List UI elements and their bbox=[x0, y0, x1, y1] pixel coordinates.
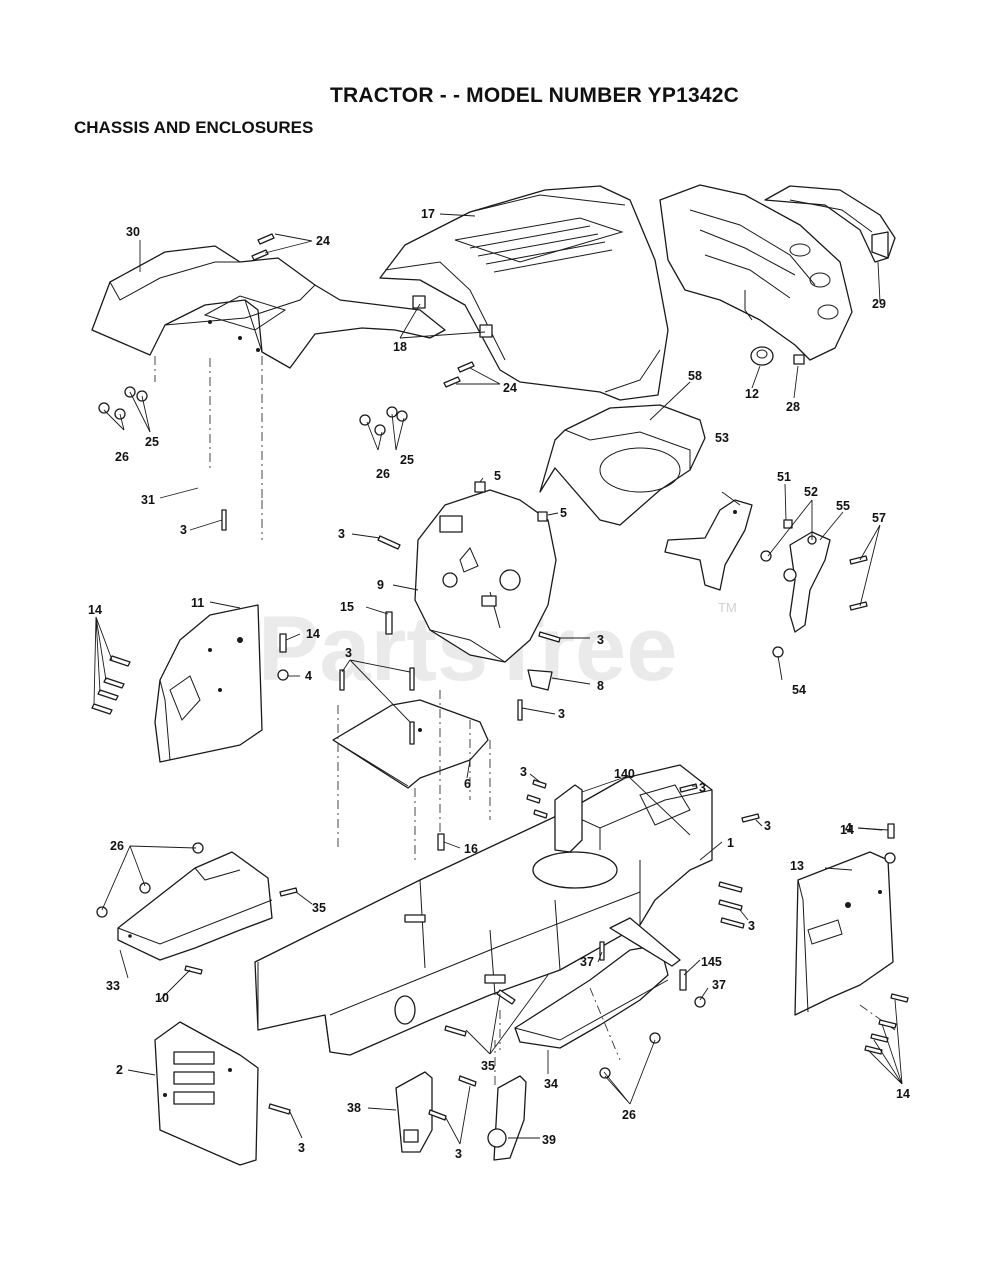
callout-label: 3 bbox=[558, 707, 565, 721]
callout-label: 39 bbox=[542, 1133, 556, 1147]
callout-label: 26 bbox=[110, 839, 124, 853]
part-main-frame bbox=[254, 764, 713, 1056]
callout-label: 54 bbox=[792, 683, 806, 697]
callout-label: 31 bbox=[141, 493, 155, 507]
callout-label: 17 bbox=[421, 207, 435, 221]
fasteners bbox=[91, 233, 909, 1121]
callout-label: 9 bbox=[377, 578, 384, 592]
bolt bbox=[443, 376, 461, 388]
callout-label: 11 bbox=[191, 596, 204, 610]
callout-label: 16 bbox=[464, 842, 478, 856]
callout-label: 3 bbox=[764, 819, 771, 833]
part-headlight-lens bbox=[764, 185, 896, 263]
callout-label: 3 bbox=[520, 765, 527, 779]
callout-label: 140 bbox=[614, 767, 635, 781]
callout-label: 34 bbox=[544, 1077, 558, 1091]
callout-label: 12 bbox=[745, 387, 759, 401]
part-right-side-panel bbox=[794, 851, 894, 1016]
callout-label: 29 bbox=[872, 297, 886, 311]
callout-label: 26 bbox=[115, 450, 129, 464]
callout-label: 13 bbox=[790, 859, 804, 873]
part-right-footrest bbox=[514, 944, 669, 1049]
callout-label: 3 bbox=[748, 919, 755, 933]
callout-label: 14 bbox=[840, 823, 854, 837]
callout-label: 3 bbox=[345, 646, 352, 660]
callout-label: 4 bbox=[305, 669, 312, 683]
callout-labels: 24 30 17 29 18 12 28 24 58 25 26 26 25 5… bbox=[88, 207, 910, 1161]
callout-label: 35 bbox=[312, 901, 326, 915]
callout-label: 37 bbox=[580, 955, 594, 969]
part-dash-panel bbox=[414, 489, 557, 663]
watermark-trademark: TM bbox=[718, 600, 737, 615]
page-subtitle: CHASSIS AND ENCLOSURES bbox=[74, 118, 314, 137]
part-heat-shield bbox=[539, 404, 706, 526]
callout-label: 26 bbox=[376, 467, 390, 481]
callout-label: 14 bbox=[306, 627, 320, 641]
bolt bbox=[457, 361, 475, 373]
callout-label: 51 bbox=[777, 470, 791, 484]
callout-label: 24 bbox=[316, 234, 330, 248]
callout-label: 58 bbox=[688, 369, 702, 383]
callout-label: 33 bbox=[106, 979, 120, 993]
callout-label: 37 bbox=[712, 978, 726, 992]
callout-label: 25 bbox=[400, 453, 414, 467]
callout-label: 55 bbox=[836, 499, 850, 513]
part-bracket-53 bbox=[664, 499, 753, 591]
assembly-lines bbox=[154, 356, 896, 1085]
callout-label: 3 bbox=[699, 781, 706, 795]
callout-label: 3 bbox=[597, 633, 604, 647]
callout-label: 4 bbox=[845, 821, 852, 835]
callout-label: 30 bbox=[126, 225, 140, 239]
callout-label: 15 bbox=[340, 600, 354, 614]
callout-label: 24 bbox=[503, 381, 517, 395]
callout-label: 28 bbox=[786, 400, 800, 414]
part-bracket-140 bbox=[554, 784, 583, 853]
part-knob bbox=[750, 346, 774, 366]
part-left-footrest bbox=[117, 851, 273, 961]
callout-label: 3 bbox=[455, 1147, 462, 1161]
callout-label: 6 bbox=[464, 777, 471, 791]
callout-label: 25 bbox=[145, 435, 159, 449]
callout-label: 5 bbox=[494, 469, 501, 483]
part-front-bracket bbox=[154, 1021, 259, 1166]
callout-label: 26 bbox=[622, 1108, 636, 1122]
part-link-145 bbox=[609, 917, 681, 967]
callout-label: 145 bbox=[701, 955, 722, 969]
callout-label: 35 bbox=[481, 1059, 495, 1073]
part-left-side-panel bbox=[154, 604, 263, 763]
bolt bbox=[257, 233, 275, 245]
callout-label: 18 bbox=[393, 340, 407, 354]
callout-label: 38 bbox=[347, 1101, 361, 1115]
bolt bbox=[251, 249, 269, 261]
callout-label: 3 bbox=[298, 1141, 305, 1155]
callout-label: 14 bbox=[88, 603, 102, 617]
callout-label: 57 bbox=[872, 511, 886, 525]
part-lever-55 bbox=[783, 531, 831, 633]
callout-label: 52 bbox=[804, 485, 818, 499]
leader-lines bbox=[93, 213, 903, 1145]
part-rear-fender bbox=[91, 245, 446, 369]
part-grille bbox=[659, 184, 853, 365]
callout-label: 53 bbox=[715, 431, 729, 445]
callout-label: 5 bbox=[560, 506, 567, 520]
callout-label: 10 bbox=[155, 991, 169, 1005]
callout-label: 1 bbox=[727, 836, 734, 850]
callout-label: 14 bbox=[896, 1087, 910, 1101]
callout-label: 3 bbox=[180, 523, 187, 537]
part-bracket-38 bbox=[395, 1071, 433, 1153]
callout-label: 3 bbox=[338, 527, 345, 541]
callout-label: 2 bbox=[116, 1063, 123, 1077]
part-bracket-39 bbox=[487, 1075, 527, 1161]
page-title: TRACTOR - - MODEL NUMBER YP1342C bbox=[330, 84, 739, 107]
callout-label: 8 bbox=[597, 679, 604, 693]
part-clips bbox=[412, 295, 493, 338]
